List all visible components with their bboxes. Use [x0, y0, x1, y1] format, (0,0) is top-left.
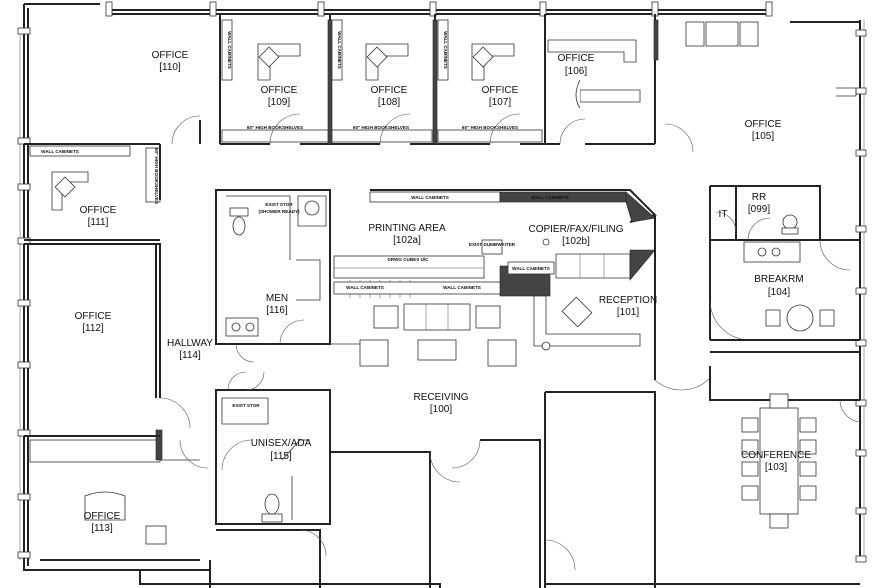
room-105-number: [105] — [752, 131, 774, 142]
wall-cabinets-print-2: WALL CABINETS — [531, 195, 569, 200]
rr-it-block — [709, 185, 860, 353]
room-102a-number: [102a] — [393, 235, 421, 246]
dumbwaiter-label: EXIST DUMBWAITER — [469, 242, 516, 247]
room-102a-name: PRINTING AREA — [368, 223, 446, 234]
room-106-number: [106] — [565, 66, 587, 77]
room-113-name: OFFICE — [84, 511, 121, 522]
top-office-walls — [24, 14, 659, 145]
unisex-restroom: EXIST STOR — [215, 371, 331, 525]
room-111-name: OFFICE — [80, 205, 117, 216]
room-102b-name: COPIER/FAX/FILING — [528, 224, 623, 235]
office-113-walls — [24, 429, 209, 561]
wall-cabinet-label-109: WALL CABINETS — [227, 31, 232, 69]
wall-cabinets-print-1: WALL CABINETS — [411, 195, 449, 200]
room-111-number: [111] — [88, 217, 109, 228]
room-109-number: [109] — [268, 97, 290, 108]
wall-cabinet-label-111: WALL CABINETS — [41, 149, 79, 154]
exist-stor-men: EXIST STOR — [265, 202, 293, 207]
room-100-name: RECEIVING — [413, 392, 468, 403]
conference-room — [709, 366, 863, 529]
room-114-name: HALLWAY — [167, 338, 213, 349]
room-109-name: OFFICE — [261, 85, 298, 96]
room-labels: OFFICE [110] OFFICE [109] OFFICE [108] O… — [75, 50, 812, 534]
receiving-walls — [330, 216, 711, 391]
room-106-name: OFFICE — [558, 53, 595, 64]
exterior-walls — [19, 3, 865, 588]
wall-cabinets-print-3: WALL CABINETS — [346, 285, 384, 290]
room-107-name: OFFICE — [482, 85, 519, 96]
room-115-number: [115] — [270, 451, 292, 462]
top-windows — [105, 1, 773, 17]
wall-cabinet-label-107: WALL CABINETS — [443, 31, 448, 69]
room-100-number: [100] — [430, 404, 452, 415]
room-110-name: OFFICE — [152, 50, 189, 61]
room-099-name: RR — [752, 192, 766, 203]
room-105-name: OFFICE — [745, 119, 782, 130]
room-113-number: [113] — [91, 523, 113, 534]
office-111-walls: WALL CABINETS 60" HIGH BOOKSHELVES — [24, 144, 161, 241]
room-103-name: CONFERENCE — [741, 450, 811, 461]
room-102b-number: [102b] — [562, 236, 590, 247]
reception-desk — [533, 295, 641, 351]
office-desks — [257, 39, 641, 109]
lower-rooms — [209, 391, 656, 588]
drwg-cubes-label: DRWG CUBES U/C — [387, 257, 429, 262]
printing-area: WALL CABINETS WALL CABINETS EXIST DUMBWA… — [333, 189, 657, 298]
bookshelves: 60" HIGH BOOKSHELVES 60" HIGH BOOKSHELVE… — [221, 125, 543, 143]
room-112-name: OFFICE — [75, 311, 112, 322]
room-116-name: MEN — [266, 293, 288, 304]
room-114-number: [114] — [179, 350, 201, 361]
office-wall-cabinets: WALL CABINETS WALL CABINETS WALL CABINET… — [221, 19, 449, 81]
room-115-name: UNISEX/ADA — [251, 438, 312, 449]
shower-ready-label: (SHOWER READY) — [258, 209, 300, 214]
room-108-name: OFFICE — [371, 85, 408, 96]
exist-stor-unisex: EXIST STOR — [232, 403, 260, 408]
room-104-number: [104] — [768, 287, 790, 298]
room-103-number: [103] — [765, 462, 787, 473]
receiving-seating — [359, 303, 517, 367]
bookshelf-label-107: 60" HIGH BOOKSHELVES — [462, 125, 518, 130]
room-099-number: [099] — [748, 204, 770, 215]
room-112-number: [112] — [82, 323, 104, 334]
wall-cabinets-print-4: WALL CABINETS — [443, 285, 481, 290]
bookshelf-label-111: 60" HIGH BOOKSHELVES — [154, 148, 159, 204]
room-104-name: BREAKRM — [754, 274, 803, 285]
office-105-furniture — [685, 21, 857, 97]
wall-cabinets-copier: WALL CABINETS — [512, 266, 550, 271]
wall-cabinet-label-108: WALL CABINETS — [337, 31, 342, 69]
room-108-number: [108] — [378, 97, 400, 108]
room-101-name: RECEPTION — [599, 295, 657, 306]
top-office-doors — [171, 113, 694, 153]
office-112-walls — [24, 243, 191, 429]
room-101-number: [101] — [617, 307, 639, 318]
room-107-number: [107] — [489, 97, 511, 108]
room-110-number: [110] — [159, 62, 181, 73]
men-restroom: EXIST STOR (SHOWER READY) — [215, 189, 331, 363]
room-116-number: [116] — [266, 305, 288, 316]
left-windows — [17, 27, 31, 559]
room-it-name: IT — [719, 209, 728, 220]
bookshelf-label-108: 60" HIGH BOOKSHELVES — [353, 125, 409, 130]
